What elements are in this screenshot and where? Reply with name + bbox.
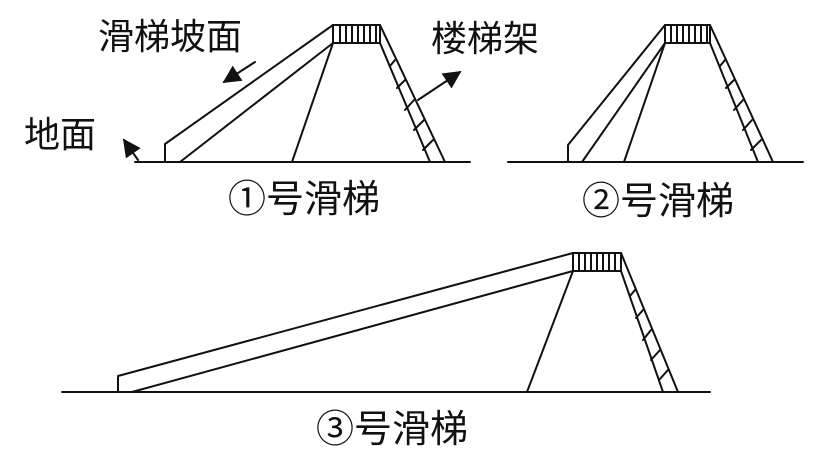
- slide-3-ladder: [620, 252, 679, 393]
- slide-1-ladder-steps: [389, 59, 434, 151]
- slide-3: [61, 252, 711, 393]
- slide-2-ladder-steps: [719, 59, 762, 151]
- ground-label: 地面: [24, 115, 97, 156]
- slide-3-platform-rungs: [578, 252, 616, 272]
- slope-callout-arrow: [222, 61, 256, 83]
- caption-slide-3: ③号滑梯: [316, 407, 469, 451]
- slide-3-slope: [117, 252, 574, 393]
- slide-1-platform-rungs: [339, 24, 377, 44]
- slide-2: [507, 24, 804, 163]
- caption-slide-1: ①号滑梯: [228, 177, 381, 221]
- ladder-frame-label: 楼梯架: [431, 19, 540, 60]
- caption-slide-2: ②号滑梯: [582, 179, 735, 223]
- slide-1-ladder: [379, 24, 446, 163]
- ground-callout-arrow: [122, 138, 141, 161]
- slope-surface-label: 滑梯坡面: [98, 17, 243, 58]
- slide-1-support: [291, 42, 334, 163]
- slide-3-ladder-steps: [629, 289, 669, 381]
- slide-2-support: [623, 42, 666, 163]
- slide-1: [122, 24, 471, 163]
- ladder-callout-arrow: [417, 71, 462, 101]
- slide-2-slope: [567, 24, 666, 163]
- slide-3-support: [526, 270, 574, 393]
- slide-2-ladder: [709, 24, 774, 163]
- slide-2-platform-rungs: [670, 24, 708, 44]
